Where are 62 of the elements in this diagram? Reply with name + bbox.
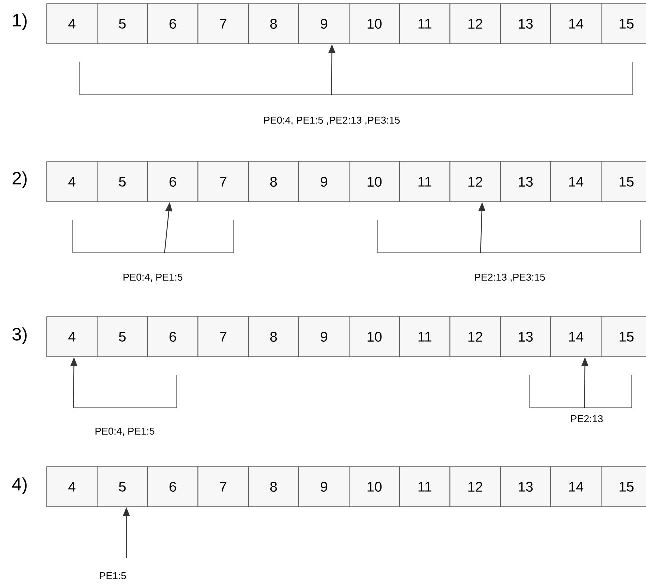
array-cell: 14 [550, 466, 602, 508]
bracket [378, 220, 642, 254]
array-cell: 7 [198, 466, 249, 508]
array-cell: 6 [147, 466, 199, 508]
array-cell: 5 [97, 316, 148, 358]
pe-label: PE0:4, PE1:5 [96, 428, 155, 436]
array-cell: 4 [46, 4, 98, 44]
pe-label: PE1:5 [100, 572, 126, 580]
array-cell: 9 [298, 466, 350, 508]
array-cell: 14 [550, 4, 602, 44]
array-cell: 11 [399, 162, 451, 202]
array-cell: 6 [147, 162, 199, 202]
array-cell: 10 [349, 466, 400, 508]
array-cell: 8 [248, 4, 300, 44]
array-cell: 14 [550, 316, 602, 358]
array-cell: 14 [550, 162, 602, 202]
array-cell: 7 [198, 4, 249, 44]
array-cell: 12 [450, 162, 501, 202]
pe-label: PE0:4, PE1:5 [124, 274, 183, 282]
array-cell: 12 [450, 466, 501, 508]
array-cell: 10 [349, 316, 400, 358]
step-number: 2) [12, 172, 27, 188]
array-cell: 15 [601, 316, 646, 358]
array-cell: 13 [500, 316, 552, 358]
array-cell: 5 [97, 466, 148, 508]
array-cell: 9 [298, 4, 350, 44]
pe-label: PE2:13 [571, 415, 603, 423]
array-cell: 4 [46, 466, 98, 508]
pe-label: PE2:13 ,PE3:15 [475, 274, 546, 282]
step-number: 3) [12, 328, 27, 344]
bracket [80, 62, 634, 96]
step-number: 1) [13, 14, 27, 30]
array-cell: 5 [97, 162, 148, 202]
array-cell: 6 [147, 316, 199, 358]
array-cell: 12 [450, 316, 501, 358]
array-cell: 13 [500, 466, 552, 508]
array-cell: 12 [450, 4, 501, 44]
step-number: 4) [12, 478, 27, 494]
pe-label: PE0:4, PE1:5 ,PE2:13 ,PE3:15 [264, 116, 400, 126]
array-cell: 15 [601, 4, 646, 44]
array-cell: 8 [248, 162, 300, 202]
bracket [530, 374, 632, 408]
array-cell: 11 [399, 316, 451, 358]
array-cell: 8 [248, 316, 300, 358]
array-cell: 5 [97, 4, 148, 44]
array-cell: 8 [248, 466, 300, 508]
array-cell: 10 [349, 4, 400, 44]
array-cell: 13 [500, 162, 552, 202]
bracket [72, 220, 234, 254]
array-cell: 9 [298, 162, 350, 202]
array-cell: 13 [500, 4, 552, 44]
array-cell: 11 [399, 466, 451, 508]
array-cell: 11 [399, 4, 451, 44]
array-cell: 15 [601, 162, 646, 202]
array-cell: 7 [198, 316, 249, 358]
array-cell: 6 [147, 4, 199, 44]
array-cell: 4 [46, 316, 98, 358]
array-cell: 9 [298, 316, 350, 358]
array-cell: 15 [601, 466, 646, 508]
array-cell: 7 [198, 162, 249, 202]
array-cell: 4 [46, 162, 98, 202]
array-cell: 10 [349, 162, 400, 202]
